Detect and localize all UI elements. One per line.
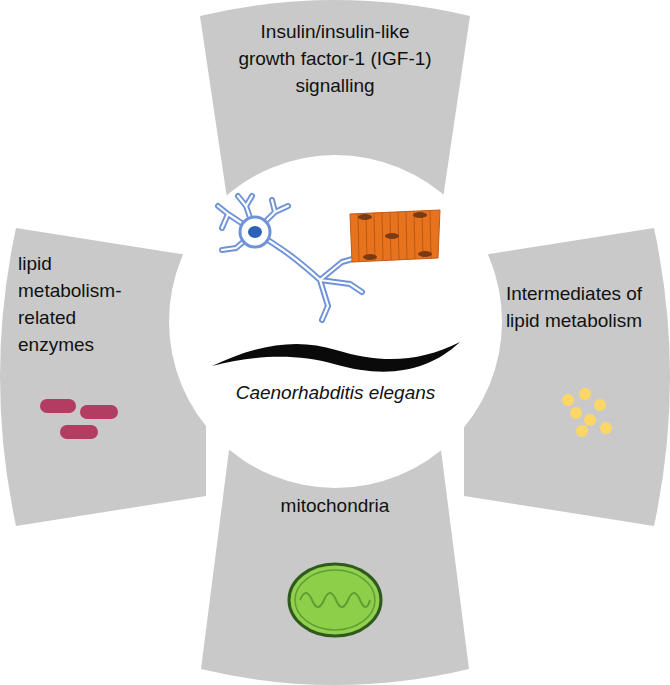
species-name: Caenorhabditis elegans	[186, 379, 486, 406]
topic-label: mitochondria	[215, 492, 455, 519]
text-area: Caenorhabditis elegans	[169, 379, 502, 406]
text-area: lipid metabolism-related enzymes	[18, 250, 138, 358]
text-area: Intermediates of lipid metabolism	[478, 280, 670, 334]
petal-shape	[464, 224, 670, 530]
text-area: mitochondria	[197, 492, 473, 519]
topic-petal: lipid metabolism-related enzymes	[0, 224, 206, 530]
topic-label: lipid metabolism-related enzymes	[18, 250, 130, 358]
text-area: Insulin/insulin-like growth factor-1 (IG…	[196, 18, 474, 99]
petal-shape	[201, 450, 469, 685]
circle-shape	[169, 155, 502, 488]
topic-label: Intermediates of lipid metabolism	[489, 280, 659, 334]
center-circle: Caenorhabditis elegans	[169, 155, 502, 488]
circle-shape	[169, 155, 502, 488]
petal-shape	[464, 228, 670, 526]
petal-shape	[0, 228, 206, 526]
topic-label: Insulin/insulin-like growth factor-1 (IG…	[230, 18, 440, 99]
topic-petal: Intermediates of lipid metabolism	[464, 224, 670, 530]
